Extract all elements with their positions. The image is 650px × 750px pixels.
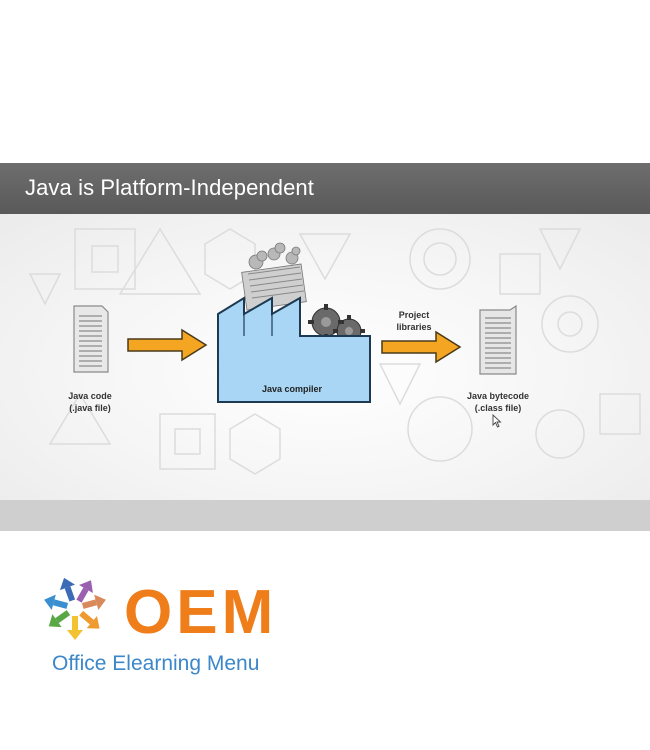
oem-tagline: Office Elearning Menu bbox=[52, 652, 260, 675]
bytecode-document-icon bbox=[479, 304, 517, 375]
arrow-to-compiler-icon bbox=[127, 328, 208, 362]
bytecode-caption-line2: (.class file) bbox=[474, 403, 522, 413]
java-compiler-label: Java compiler bbox=[262, 384, 323, 394]
background-pattern bbox=[28, 227, 641, 475]
java-code-caption-line2: (.java file) bbox=[69, 403, 111, 413]
arrow-to-bytecode-icon bbox=[381, 330, 462, 364]
bytecode-caption-line1: Java bytecode bbox=[466, 391, 530, 401]
project-libraries-line1: Project bbox=[398, 310, 430, 320]
mouse-cursor-icon bbox=[492, 414, 502, 428]
slide-footer-strip bbox=[0, 500, 650, 531]
java-compiler-factory-icon bbox=[217, 242, 371, 403]
slide-frame: Java is Platform-Independent bbox=[0, 163, 650, 531]
oem-brand-name: OEM bbox=[124, 578, 278, 647]
diagram-area: Java code (.java file) bbox=[0, 214, 650, 500]
oem-logo-arrows-icon bbox=[44, 577, 106, 640]
java-code-caption: Java code (.java file) bbox=[55, 390, 125, 414]
project-libraries-line2: libraries bbox=[396, 322, 432, 332]
java-code-document-icon bbox=[73, 305, 109, 373]
java-code-caption-line1: Java code bbox=[68, 391, 112, 401]
title-bar: Java is Platform-Independent bbox=[0, 163, 650, 214]
project-libraries-caption: Project libraries bbox=[382, 309, 446, 333]
bytecode-caption: Java bytecode (.class file) bbox=[456, 390, 540, 414]
slide-title: Java is Platform-Independent bbox=[25, 175, 314, 200]
